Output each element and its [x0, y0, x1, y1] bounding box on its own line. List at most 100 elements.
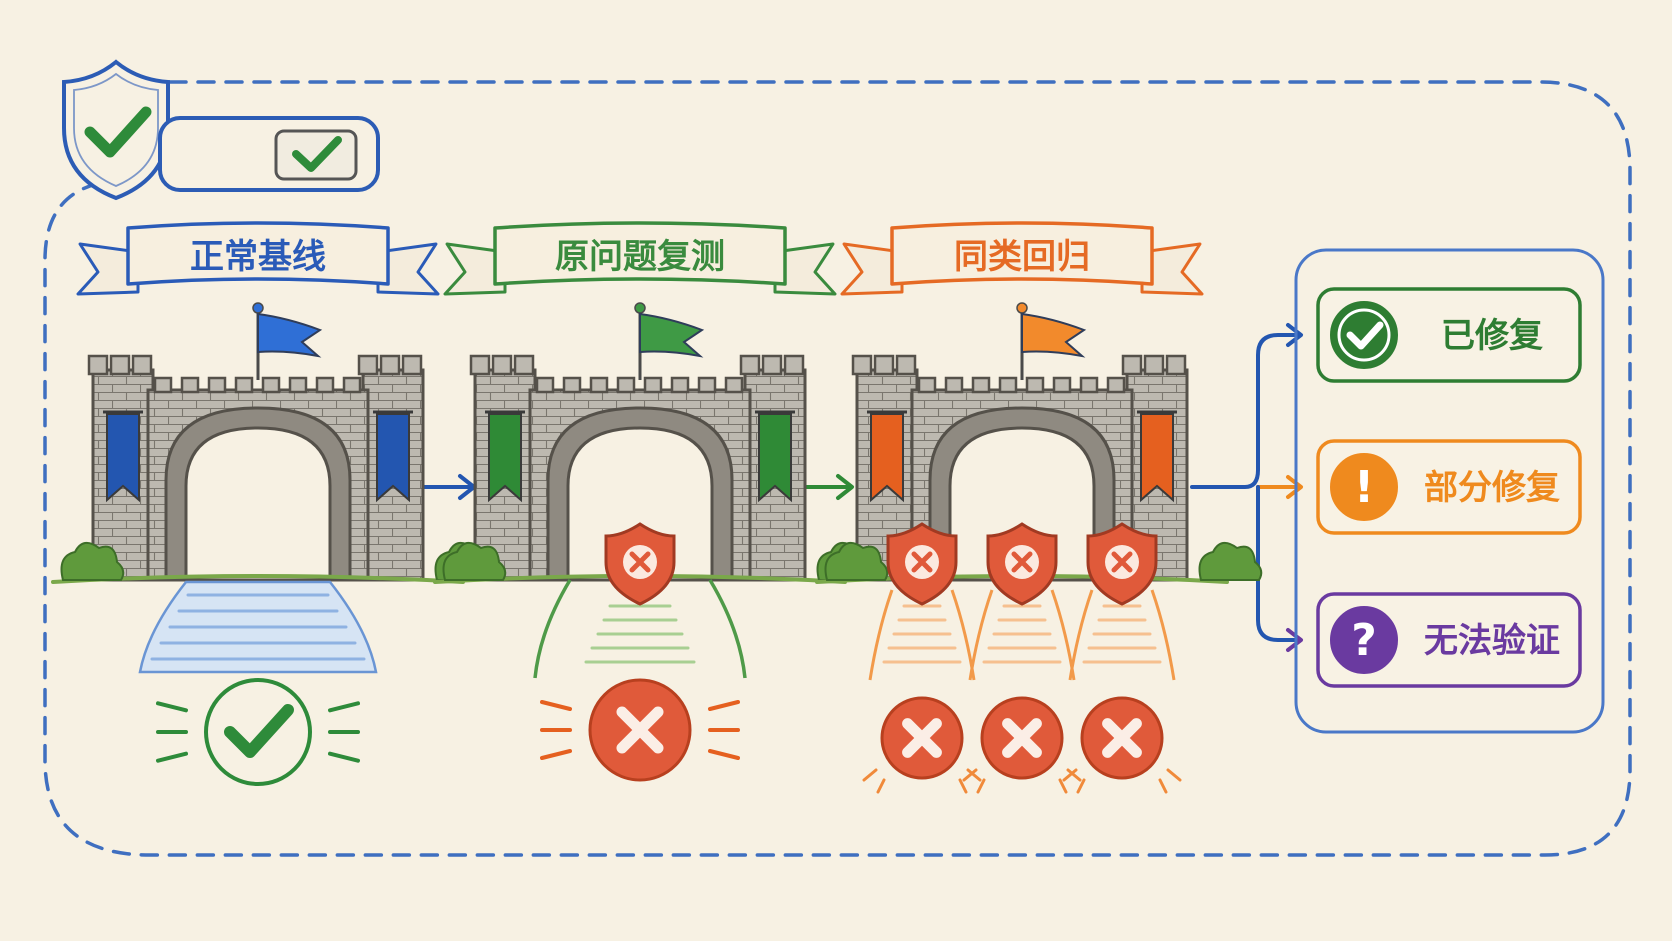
- merlon: [535, 376, 555, 394]
- outcome-3: ?无法验证: [1316, 592, 1582, 688]
- bush: [60, 541, 125, 581]
- burst-line: [862, 768, 878, 782]
- dashed-frame: [43, 80, 1632, 857]
- check-mark: [224, 704, 294, 758]
- path-edge: [868, 589, 894, 681]
- merlon: [851, 354, 873, 376]
- stage-3: 同类回归: [815, 221, 1263, 794]
- merlon: [1143, 354, 1165, 376]
- question-circle-icon: [1330, 606, 1398, 674]
- banner-tail-left: [840, 242, 904, 296]
- x-mark: [1111, 551, 1133, 573]
- path-edge: [1068, 589, 1094, 681]
- burst-line: [708, 749, 740, 760]
- burst-line: [708, 700, 740, 711]
- bush: [824, 541, 889, 581]
- stage-1: 正常基线: [51, 221, 499, 786]
- merlon: [491, 354, 513, 376]
- banner-ribbon: [890, 221, 1154, 286]
- merlon: [1052, 376, 1072, 394]
- merlon: [207, 376, 227, 394]
- burst-line: [876, 778, 886, 794]
- flag: [257, 312, 323, 358]
- flag-pole-cap: [1016, 302, 1028, 314]
- outcome-1: 已修复: [1316, 287, 1582, 383]
- burst-line: [1066, 768, 1082, 782]
- banner-tail-left: [443, 242, 507, 296]
- burst-line: [958, 778, 968, 794]
- path-edge: [533, 579, 572, 679]
- merlon: [670, 376, 690, 394]
- burst-line: [1076, 778, 1086, 794]
- merlon: [1025, 376, 1045, 394]
- merlon: [379, 354, 401, 376]
- exclamation-circle-icon: [1330, 453, 1398, 521]
- merlon: [234, 376, 254, 394]
- burst-line: [156, 701, 188, 713]
- outcome-label: 已修复: [1441, 316, 1543, 356]
- merlon: [873, 354, 895, 376]
- burst-line: [1166, 768, 1182, 782]
- path-edge: [708, 579, 747, 679]
- burst-line: [328, 751, 360, 763]
- hanging-banner: [1140, 413, 1174, 503]
- hanging-banner: [376, 413, 410, 503]
- merlon: [109, 354, 131, 376]
- merlon: [643, 376, 663, 394]
- pass-circle-icon: [204, 678, 312, 786]
- check-mark: [1346, 321, 1384, 350]
- hanging-banner: [870, 413, 904, 503]
- burst-line: [328, 701, 360, 713]
- merlon: [401, 354, 423, 376]
- branch-arrows: [1190, 323, 1303, 652]
- gate-arch-opening: [184, 426, 332, 582]
- shield-check-icon: [62, 59, 170, 201]
- stage-label: 正常基线: [190, 237, 326, 277]
- flow-arrow-1: [418, 474, 476, 500]
- flag-pole-cap: [252, 302, 264, 314]
- banner-tail-left: [76, 242, 140, 296]
- merlon: [944, 376, 964, 394]
- merlon: [131, 354, 153, 376]
- x-mark: [1102, 718, 1142, 758]
- merlon: [469, 354, 491, 376]
- burst-line: [1058, 778, 1068, 794]
- outcome-label: 无法验证: [1424, 621, 1560, 661]
- merlon: [697, 376, 717, 394]
- x-mark: [911, 551, 933, 573]
- path-edge: [1150, 589, 1176, 681]
- gate-arch-opening: [566, 426, 714, 582]
- merlon: [357, 354, 379, 376]
- banner-ribbon: [126, 221, 390, 286]
- merlon: [513, 354, 535, 376]
- bush: [442, 541, 507, 581]
- merlon: [315, 376, 335, 394]
- merlon: [761, 354, 783, 376]
- merlon: [1165, 354, 1187, 376]
- flag: [1021, 312, 1087, 358]
- banner-tail-right: [1140, 242, 1204, 296]
- x-mark: [629, 551, 651, 573]
- burst-line: [540, 700, 572, 711]
- merlon: [616, 376, 636, 394]
- merlon: [342, 376, 362, 394]
- merlon: [288, 376, 308, 394]
- burst-line: [156, 751, 188, 763]
- gate-arch-opening: [948, 426, 1096, 582]
- check-icon: [292, 136, 342, 172]
- status-badge: [158, 116, 380, 192]
- merlon: [1121, 354, 1143, 376]
- stage-label: 原问题复测: [555, 237, 725, 277]
- merlon: [261, 376, 281, 394]
- icon-ring: [1337, 308, 1391, 362]
- check-circle-icon: [1330, 301, 1398, 369]
- path-edge: [950, 589, 976, 681]
- merlon: [153, 376, 173, 394]
- burst-line: [976, 778, 986, 794]
- merlon: [1106, 376, 1126, 394]
- merlon: [917, 376, 937, 394]
- path-edge: [1050, 589, 1076, 681]
- merlon: [562, 376, 582, 394]
- burst-line: [962, 768, 978, 782]
